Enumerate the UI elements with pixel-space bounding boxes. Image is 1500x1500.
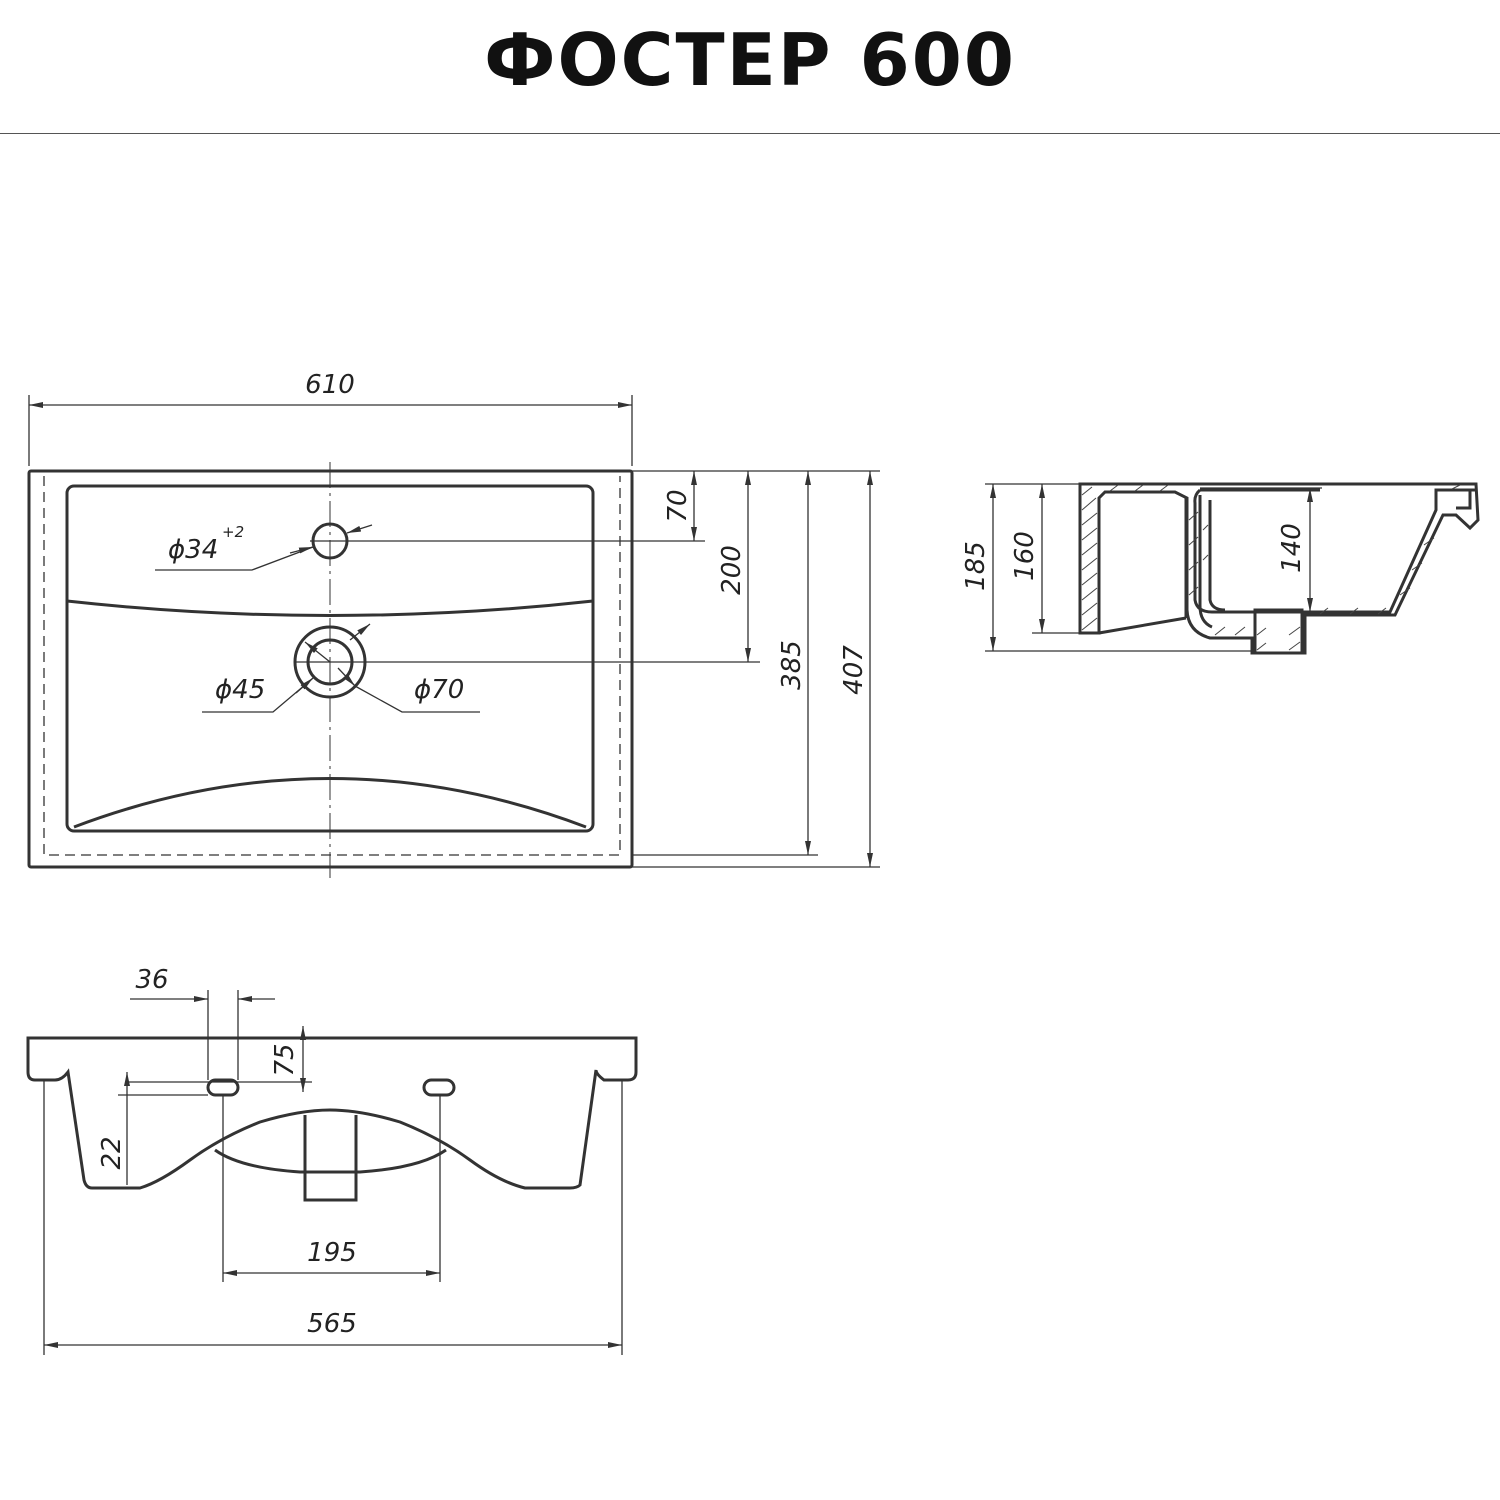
- dim-label-195: 195: [307, 1238, 357, 1268]
- front-drain: [303, 1115, 358, 1202]
- tap-arrow-out: [346, 524, 373, 534]
- tap-tolerance-label: +2: [222, 523, 244, 541]
- drain-outer-arrow-a: [304, 641, 331, 663]
- drain-inner-label: ϕ45: [215, 675, 265, 705]
- bowl-edge-curve-top: [66, 599, 594, 617]
- overflow-channel: [1208, 500, 1226, 612]
- dim-label-70: 70: [663, 489, 693, 522]
- drain-inner-arrow: [295, 677, 314, 694]
- dim-label-610: 610: [305, 370, 355, 400]
- front-view: 36 75 22 195 565: [26, 965, 638, 1355]
- title-divider: [0, 133, 1500, 134]
- page-title: ФОСТЕР 600: [484, 18, 1016, 102]
- dim-label-75: 75: [270, 1043, 300, 1076]
- basin-hidden-rim: [43, 476, 621, 856]
- front-bowl-inner: [214, 1148, 447, 1174]
- dim-label-160: 160: [1010, 531, 1040, 581]
- section-hatching: [1081, 484, 1461, 651]
- dim-label-407: 407: [839, 645, 869, 695]
- drain-outer-label: ϕ70: [414, 675, 464, 705]
- dim-label-140: 140: [1277, 523, 1307, 573]
- dim-label-385: 385: [777, 640, 807, 690]
- dim-label-200: 200: [717, 545, 747, 595]
- dim-label-185: 185: [961, 541, 991, 591]
- dim-label-36: 36: [135, 965, 168, 995]
- section-outer-profile: [1078, 482, 1480, 655]
- top-view: 610 70 200 385 407 ϕ34 +2 ϕ45 ϕ70: [27, 370, 880, 880]
- rim-hook: [1443, 488, 1472, 510]
- front-outline: [26, 1036, 638, 1190]
- section-inner-profile: [1193, 488, 1476, 629]
- dim-label-22: 22: [97, 1136, 127, 1169]
- dim-label-565: 565: [307, 1309, 357, 1339]
- drain-outer-arrow-b: [349, 623, 371, 641]
- section-inner-wall: [1098, 498, 1188, 635]
- side-view: 185 160 140: [961, 482, 1480, 655]
- drain-outer-arrow-c: [337, 667, 356, 687]
- tap-leader: [155, 546, 314, 571]
- drain-outer-leader: [354, 685, 480, 713]
- tap-arrow-in: [289, 546, 314, 554]
- tap-hole-label: ϕ34: [168, 535, 218, 565]
- overflow-slot-right: [422, 1078, 456, 1097]
- drain-outlet: [1253, 608, 1304, 655]
